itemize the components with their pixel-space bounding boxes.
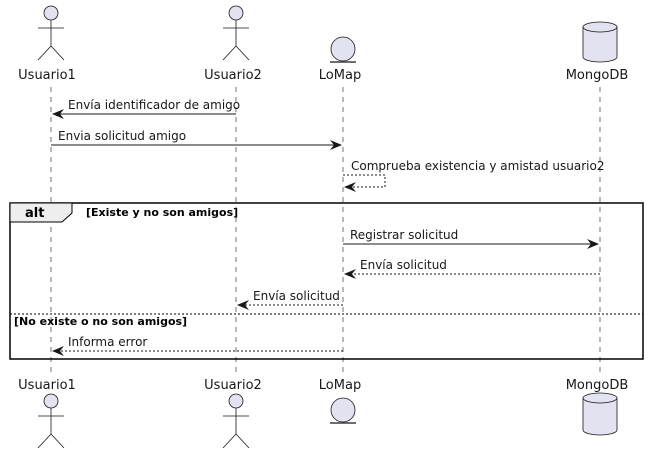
entity-icon bbox=[330, 397, 356, 424]
alt-fragment: alt [Existe y no son amigos] [No existe … bbox=[9, 202, 644, 360]
lifelines bbox=[50, 87, 601, 372]
fragment-tab bbox=[9, 202, 73, 223]
message-4: Registrar solicitud bbox=[343, 228, 599, 249]
message-label: Envía solicitud bbox=[253, 289, 340, 303]
fragment-keyword: alt bbox=[25, 206, 44, 221]
participant-label: MongoDB bbox=[566, 68, 629, 83]
participant-mongodb-bottom: MongoDB bbox=[566, 378, 629, 436]
participant-mongodb-top: MongoDB bbox=[566, 21, 629, 83]
message-label: Informa error bbox=[68, 335, 147, 349]
message-5: Envía solicitud bbox=[344, 258, 600, 279]
participant-usuario2-top: Usuario2 bbox=[204, 5, 262, 83]
message-label: Registrar solicitud bbox=[350, 228, 458, 242]
participant-label: LoMap bbox=[319, 378, 361, 393]
participant-label: Usuario2 bbox=[204, 68, 262, 83]
actor-icon bbox=[37, 5, 65, 61]
actor-icon bbox=[222, 5, 250, 61]
participant-label: Usuario1 bbox=[18, 378, 76, 393]
participant-label: LoMap bbox=[319, 68, 361, 83]
participant-usuario1-bottom: Usuario1 bbox=[18, 378, 76, 449]
message-3-self: Comprueba existencia y amistad usuario2 bbox=[343, 159, 604, 192]
database-icon bbox=[582, 21, 618, 63]
message-7: Informa error bbox=[52, 335, 343, 356]
participant-lomap-bottom: LoMap bbox=[319, 378, 361, 424]
message-6: Envía solicitud bbox=[237, 289, 343, 310]
message-1: Envía identificador de amigo bbox=[52, 98, 240, 119]
fragment-guard-2: [No existe o no son amigos] bbox=[14, 315, 187, 328]
message-2: Envia solicitud amigo bbox=[51, 129, 342, 150]
message-label: Envía identificador de amigo bbox=[68, 98, 240, 112]
message-label: Envía solicitud bbox=[360, 258, 447, 272]
participant-label: Usuario2 bbox=[204, 378, 262, 393]
actor-icon bbox=[37, 393, 65, 449]
database-icon bbox=[582, 392, 618, 436]
actor-icon bbox=[222, 393, 250, 449]
message-label: Envia solicitud amigo bbox=[58, 129, 186, 143]
participant-label: Usuario1 bbox=[18, 68, 76, 83]
participant-lomap-top: LoMap bbox=[319, 36, 361, 83]
participant-label: MongoDB bbox=[566, 378, 629, 393]
participant-usuario2-bottom: Usuario2 bbox=[204, 378, 262, 449]
fragment-guard-1: [Existe y no son amigos] bbox=[86, 206, 238, 219]
participant-usuario1-top: Usuario1 bbox=[18, 5, 76, 83]
message-label: Comprueba existencia y amistad usuario2 bbox=[351, 159, 604, 173]
entity-icon bbox=[330, 36, 356, 63]
